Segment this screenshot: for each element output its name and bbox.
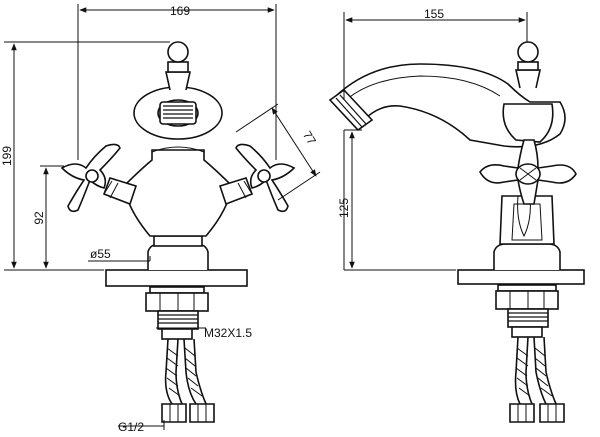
front-base-flange (147, 243, 209, 270)
side-lever-knob (517, 41, 539, 63)
dim-base-diameter: ø55 (90, 247, 111, 261)
left-valve-arm (102, 177, 138, 206)
side-body (502, 103, 554, 143)
front-body (123, 149, 233, 237)
left-hose-fitting (161, 403, 187, 423)
front-mounting-nut (145, 286, 209, 340)
front-view: 169 199 92 77 ø55 M32X1.5 G1/2 (0, 4, 321, 434)
dim-side-height: 125 (337, 198, 351, 218)
front-mounting-plate (105, 269, 248, 287)
side-mounting-nut (495, 284, 559, 338)
lever-knob (167, 41, 189, 63)
side-lever-stem (515, 69, 541, 89)
dim-handle-angle: 77 (300, 129, 319, 148)
front-base-ring (153, 235, 203, 247)
aerator-outlet (159, 101, 197, 125)
right-cross-handle (235, 143, 296, 213)
dim-front-width: 169 (170, 4, 190, 18)
front-flex-hoses (161, 338, 215, 423)
side-flex-hoses (509, 336, 565, 423)
dim-hose-thread: G1/2 (118, 420, 144, 434)
right-valve-arm (218, 177, 254, 206)
lever-stem (165, 71, 191, 91)
side-mounting-plate (457, 269, 585, 285)
side-cross-handle (479, 139, 577, 205)
right-hose-fitting (189, 403, 215, 423)
left-cross-handle (60, 143, 121, 213)
side-view: 155 125 (328, 7, 585, 423)
dim-side-spout: 155 (424, 7, 444, 21)
side-aerator (328, 88, 374, 132)
dim-handle-height: 92 (32, 211, 46, 225)
dim-front-height: 199 (0, 146, 14, 166)
side-base-flange (493, 243, 561, 270)
dim-thread: M32X1.5 (204, 326, 252, 340)
